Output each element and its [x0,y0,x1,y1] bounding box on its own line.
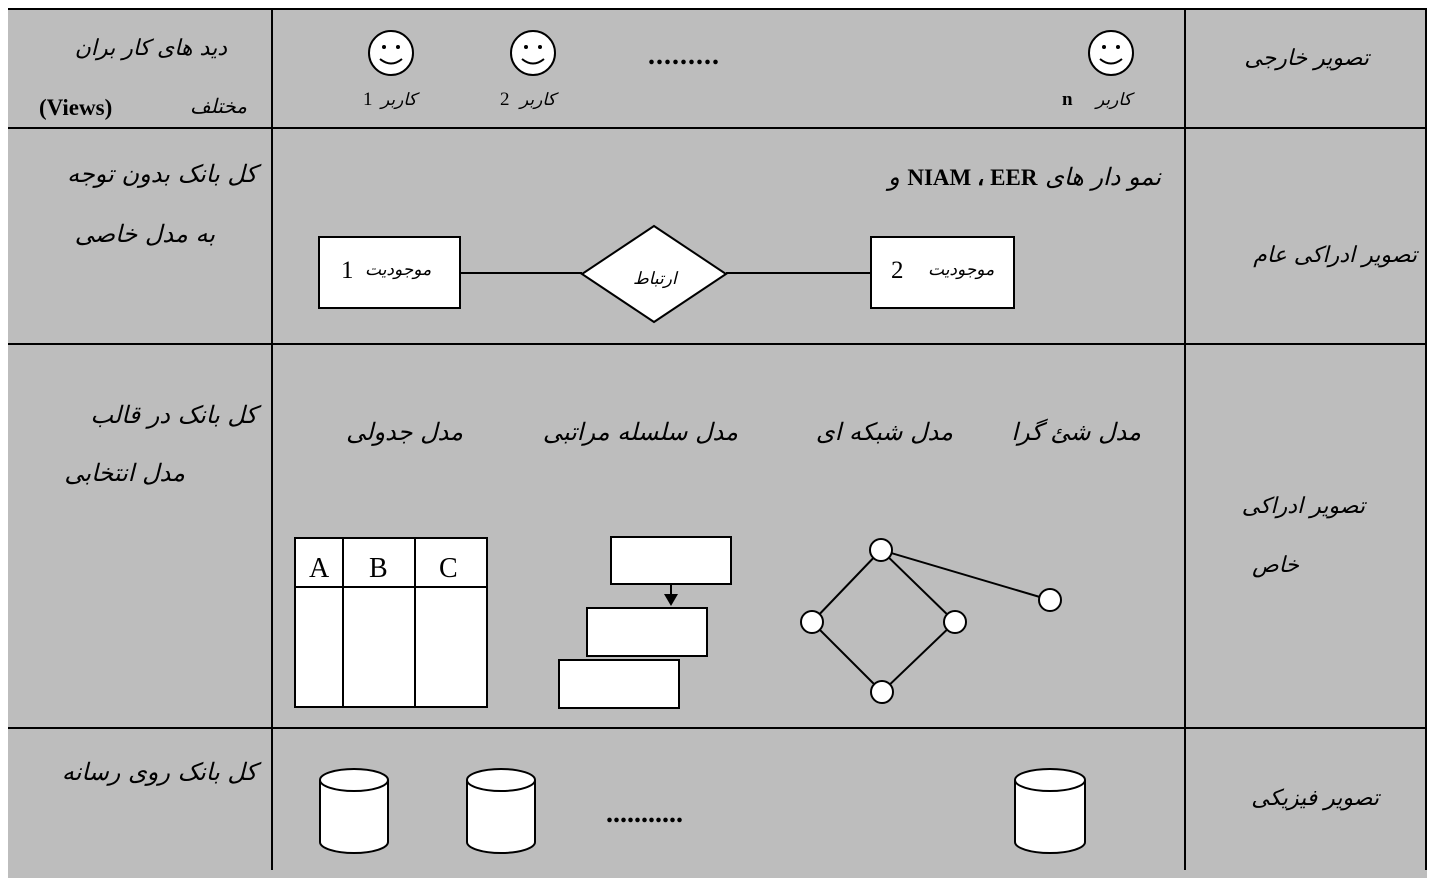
user-2-label: کاربر [520,90,556,110]
row-divider-2 [8,343,1427,345]
table-border-top [8,8,1427,10]
views-label-en: (Views) [39,95,113,120]
media-label: کل بانک روی رسانه [61,758,257,786]
network-model-graph [800,538,1062,704]
user-n-label: کاربر [1096,90,1132,110]
entity-2-label: موجودیت [928,260,995,280]
conceptual-specific-label-2: خاص [1252,553,1299,578]
col-divider-left [271,8,273,870]
relationship-label: ارتباط [633,269,677,289]
row-divider-1 [8,127,1427,129]
hierarchical-model-label: مدل سلسله مراتبی [542,418,738,446]
conceptual-specific-label-1: تصویر ادراکی [1241,494,1365,519]
user-n-smiley-icon [1088,30,1134,76]
storage-cylinder-n-icon [1014,768,1086,854]
col-divider-right [1184,8,1186,870]
conceptual-general-label: تصویر ادراکی عام [1253,243,1417,268]
general-label-line1: کل بانک بدون توجه [67,160,257,188]
user-1-smiley-icon [368,30,414,76]
row-divider-3 [8,727,1427,729]
entity-1-box [318,236,461,309]
physical-view-label: تصویر فیزیکی [1251,786,1379,811]
table-header-a: A [309,553,330,584]
table-header-b: B [369,553,388,584]
entity-1-label: موجودیت [365,260,432,280]
storage-cylinder-2-icon [466,768,536,854]
user-2-smiley-icon [510,30,556,76]
views-label-line1: دید های کار بران [74,36,227,61]
relational-table-graphic [294,537,488,708]
general-label-line2: به مدل خاصی [74,220,215,248]
views-label-line2: مختلف [190,94,247,118]
users-ellipsis: ......... [648,40,720,71]
entity-2-number: 2 [891,257,904,284]
object-model-label: مدل شئ گرا [1011,418,1141,446]
er-heading: نمو دار های NIAM ، EER و [888,163,1161,191]
entity-1-number: 1 [341,257,354,284]
architecture-table: دید های کار بران مختلف (Views) کل بانک ب… [8,8,1427,878]
storage-ellipsis: ........... [606,798,683,829]
user-1-number: 1 [363,89,373,110]
relational-model-label: مدل جدولی [346,418,463,446]
relationship-diamond [580,224,728,324]
hierarchical-model-graph [558,536,732,709]
model-label-line2: مدل انتخابی [64,459,185,487]
external-view-label: تصویر خارجی [1244,46,1369,71]
user-1-label: کاربر [381,90,417,110]
network-model-label: مدل شبکه ای [815,418,953,446]
entity-2-box [870,236,1015,309]
user-2-number: 2 [500,89,510,110]
table-border-right [1425,8,1427,870]
table-header-c: C [439,553,458,584]
model-label-line1: کل بانک در قالب [90,401,257,429]
user-n-number: n [1062,89,1073,110]
storage-cylinder-1-icon [319,768,389,854]
